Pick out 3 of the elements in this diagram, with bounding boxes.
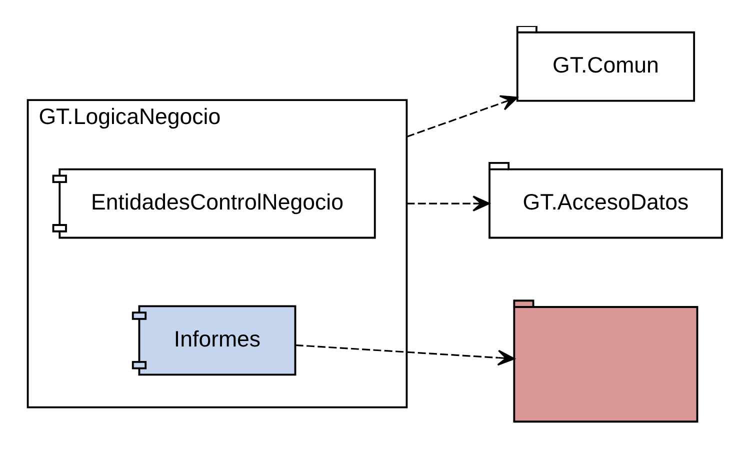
arrow [295,344,515,366]
arrow [406,195,490,211]
arrow [406,94,518,137]
